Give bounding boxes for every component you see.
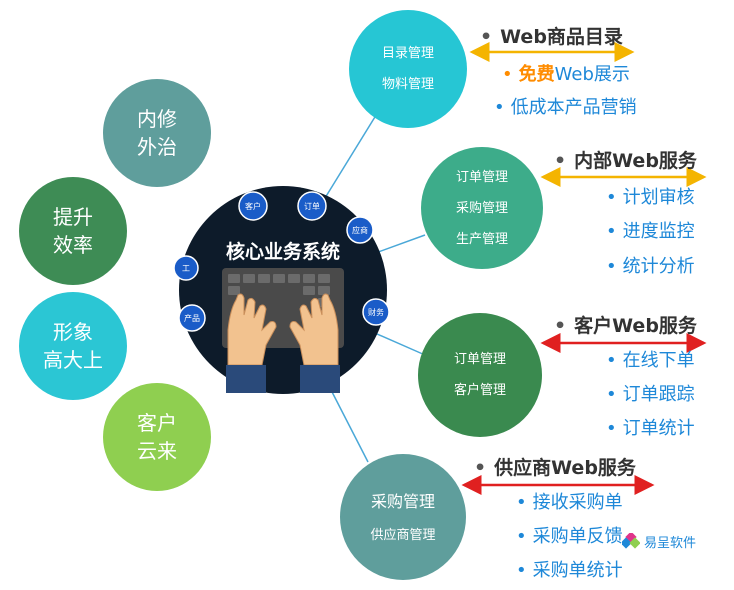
service-heading-supplier: •供应商Web服务 — [474, 457, 636, 479]
orbit-label: 应商 — [352, 225, 368, 235]
orbit-label: 订单 — [304, 201, 320, 211]
service-heading-catalog: •Web商品目录 — [480, 26, 623, 48]
logo-text: 易呈软件 — [644, 536, 697, 551]
service-item: •统计分析 — [606, 256, 695, 277]
service-item: •低成本产品营销 — [494, 97, 637, 118]
service-item: •接收采购单 — [516, 492, 623, 513]
benefit-line1: 形象 — [53, 320, 93, 344]
orbit-bubble — [346, 216, 374, 244]
service-item: •在线下单 — [606, 350, 695, 371]
service-item: •采购单反馈 — [516, 526, 623, 547]
service-item: •订单跟踪 — [606, 384, 695, 405]
node-line: 订单管理 — [453, 352, 506, 367]
connector-line-supplier — [329, 387, 369, 463]
service-item: •免费Web展示 — [502, 64, 630, 85]
benefit-line2: 云来 — [137, 439, 177, 463]
benefit-line2: 效率 — [53, 233, 93, 257]
node-line: 订单管理 — [455, 169, 508, 185]
orbit-label: 客户 — [245, 201, 261, 211]
orbit-label: 工 — [182, 264, 190, 273]
connector-line-customer — [367, 329, 426, 356]
node-line: 采购管理 — [370, 491, 435, 511]
core-title: 核心业务系统 — [226, 240, 340, 263]
service-item: •进度监控 — [606, 221, 695, 242]
node-line: 供应商管理 — [370, 527, 436, 543]
benefit-line1: 内修 — [137, 107, 177, 131]
benefit-circle-image: 形象 高大上 — [19, 292, 127, 400]
benefit-circle-efficiency: 提升 效率 — [19, 177, 127, 285]
service-item: •订单统计 — [606, 418, 695, 439]
diamond-logo-icon — [622, 532, 640, 549]
node-line: 物料管理 — [381, 77, 434, 92]
typing-hands-icon — [227, 293, 339, 366]
node-line: 客户管理 — [453, 383, 506, 398]
node-line: 目录管理 — [381, 46, 434, 61]
brand-logo: 易呈软件 — [622, 532, 696, 551]
orbit-bubble — [173, 255, 199, 281]
orbit-bubble — [178, 304, 206, 332]
orbit-label: 财务 — [368, 307, 384, 317]
connector-line-catalog — [324, 111, 379, 199]
orbit-bubble — [238, 191, 268, 221]
service-heading-customer: •客户Web服务 — [554, 315, 697, 337]
benefit-line1: 提升 — [53, 205, 93, 229]
benefit-line2: 高大上 — [43, 348, 103, 372]
node-catalog: 目录管理 物料管理 — [349, 10, 467, 128]
node-internal: 订单管理 采购管理 生产管理 — [421, 147, 543, 269]
benefit-line2: 外治 — [137, 135, 177, 159]
benefit-circle-customers: 客户 云来 — [103, 383, 211, 491]
node-supplier: 采购管理 供应商管理 — [340, 454, 466, 580]
service-item: •计划审核 — [606, 187, 695, 208]
node-line: 生产管理 — [455, 231, 508, 247]
benefit-circle-inner-outer: 内修 外治 — [103, 79, 211, 187]
service-heading-internal: •内部Web服务 — [554, 150, 697, 172]
orbit-label: 产品 — [184, 313, 200, 323]
node-line: 采购管理 — [455, 200, 508, 216]
orbit-bubble — [362, 298, 390, 326]
service-item: •采购单统计 — [516, 560, 623, 581]
orbit-bubble — [297, 191, 327, 221]
node-customer: 订单管理 客户管理 — [418, 313, 542, 437]
benefit-line1: 客户 — [137, 411, 177, 435]
